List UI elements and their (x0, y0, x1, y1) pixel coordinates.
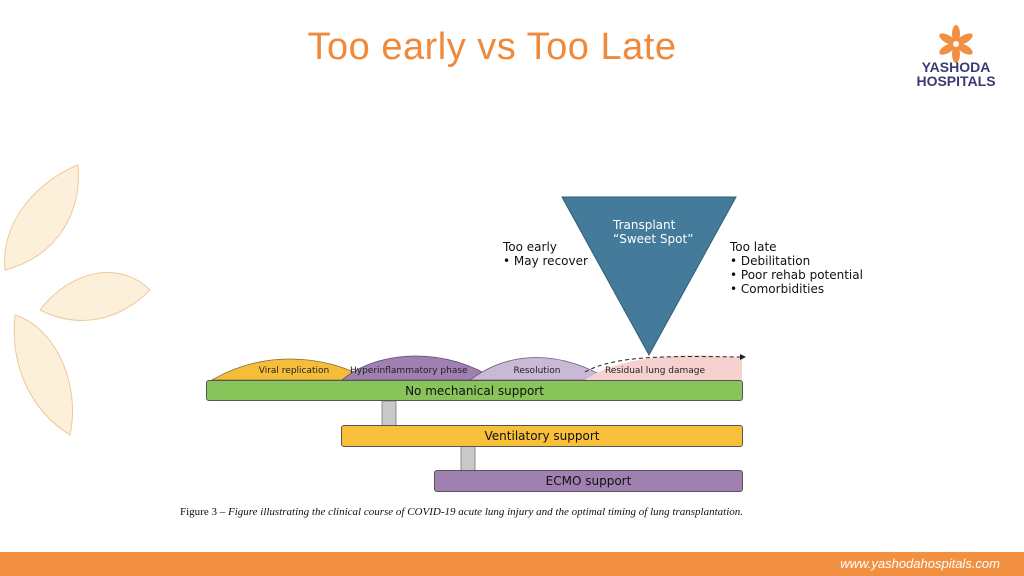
logo-wordmark: YASHODA HOSPITALS (916, 59, 996, 89)
footer-bar: www.yashodahospitals.com (0, 552, 1024, 576)
residual-damage-dashed-arrow (584, 356, 741, 373)
too-late-item: • Comorbidities (730, 282, 825, 296)
too-early-heading: Too early (503, 240, 557, 254)
ecmo-support-bar: ECMO support (434, 470, 743, 492)
too-late-heading: Too late (730, 240, 777, 254)
phase-label-residual-damage: Residual lung damage (604, 366, 706, 376)
ecmo-support-label: ECMO support (545, 474, 632, 488)
phase-hump-residual-damage (585, 355, 742, 380)
too-early-item: • May recover (503, 254, 588, 268)
sweet-spot-triangle (561, 196, 737, 357)
decorative-petals-icon (4, 164, 151, 436)
too-early-block: Too early • May recover (503, 240, 588, 268)
ventilatory-support-bar: Ventilatory support (341, 425, 743, 447)
caption-prefix: Figure 3 – (180, 506, 228, 518)
too-late-block: Too late • Debilitation • Poor rehab pot… (730, 240, 863, 296)
no-mechanical-support-label: No mechanical support (405, 383, 544, 398)
phase-label-viral-replication: Viral replication (258, 366, 330, 376)
sweet-spot-label: Transplant “Sweet Spot” (613, 218, 694, 246)
no-mechanical-support-bar: No mechanical support (206, 380, 743, 401)
ventilatory-support-label: Ventilatory support (484, 429, 600, 443)
slide-title: Too early vs Too Late (307, 26, 677, 68)
caption-text: Figure illustrating the clinical course … (227, 506, 744, 518)
footer-website-link[interactable]: www.yashodahospitals.com (840, 556, 1000, 571)
too-late-item: • Poor rehab potential (730, 268, 863, 282)
phase-label-resolution: Resolution (513, 366, 561, 376)
phase-label-hyperinflammatory: Hyperinflammatory phase (350, 366, 468, 376)
too-late-item: • Debilitation (730, 254, 811, 268)
yashoda-flower-logo-icon (939, 25, 973, 63)
dashed-arrow-head-icon (740, 354, 746, 360)
figure-caption: Figure 3 – Figure illustrating the clini… (180, 506, 743, 518)
